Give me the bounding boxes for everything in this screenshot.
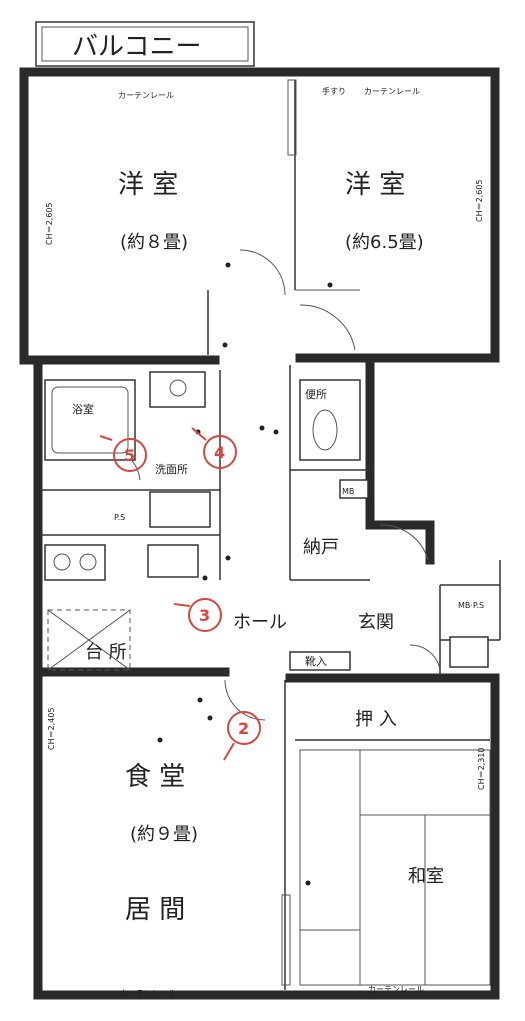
fixtures xyxy=(44,79,489,986)
room-size-dining: (約９畳) xyxy=(130,824,198,845)
balcony: バルコニー xyxy=(35,21,255,67)
room-labels: 洋 室 (約８畳) 洋 室 (約6.5畳) 浴室 洗面所 便所 納戸 MB ホー… xyxy=(72,170,484,925)
washbasin xyxy=(149,491,211,528)
room-name-mb: MB xyxy=(342,487,354,496)
ps-label: P.S xyxy=(114,513,125,522)
room-name-closet: 押 入 xyxy=(355,709,397,730)
camera-markers: 5 4 3 2 xyxy=(99,427,261,761)
room-name-bath: 浴室 xyxy=(72,402,94,416)
interior-walls xyxy=(35,80,501,990)
shoe-box-label: 靴入 xyxy=(305,654,327,668)
balcony-label: バルコニー xyxy=(72,32,201,62)
room-name-western-right: 洋 室 xyxy=(345,170,405,200)
room-size-western-left: (約８畳) xyxy=(120,232,188,253)
svg-text:4: 4 xyxy=(214,443,225,462)
camera-marker-3: 3 xyxy=(173,598,222,632)
toilet-room xyxy=(299,379,361,461)
room-name-entrance: 玄関 xyxy=(358,612,394,633)
handrail-label: 手すり xyxy=(322,86,346,96)
room-name-mbps: MB·P.S xyxy=(458,601,484,610)
svg-text:2: 2 xyxy=(238,719,249,738)
curtain-rail-top-left: カーテンレール xyxy=(118,91,174,100)
ch-left-lower: CH＝2,405 xyxy=(47,707,56,750)
sink xyxy=(147,544,199,578)
room-name-kitchen: 台 所 xyxy=(85,642,127,663)
room-name-western-left: 洋 室 xyxy=(118,170,178,200)
svg-text:5: 5 xyxy=(124,446,135,465)
toilet-bowl xyxy=(312,409,338,451)
annotations: カーテンレール 手すり カーテンレール カーテンレール カーテンレール P.S … xyxy=(45,86,486,998)
room-name-dining: 食 堂 xyxy=(125,762,185,792)
camera-marker-5: 5 xyxy=(99,435,147,472)
ch-right-lower: CH＝2,310 xyxy=(477,747,486,790)
room-name-hall: ホール xyxy=(233,612,287,633)
camera-marker-4: 4 xyxy=(191,427,237,469)
room-name-washroom: 洗面所 xyxy=(155,463,188,476)
room-name-living: 居 間 xyxy=(125,895,185,925)
room-name-toilet: 便所 xyxy=(305,388,327,401)
ch-right-upper: CH＝2,605 xyxy=(475,179,484,222)
door-swings xyxy=(99,249,441,721)
camera-marker-2: 2 xyxy=(223,711,261,761)
svg-text:3: 3 xyxy=(199,606,210,625)
curtain-rail-bottom-right: カーテンレール xyxy=(368,985,424,994)
room-name-japanese: 和室 xyxy=(408,866,444,887)
curtain-rail-top-right: カーテンレール xyxy=(364,87,420,96)
room-name-storage: 納戸 xyxy=(303,537,339,558)
outer-walls xyxy=(19,67,500,1000)
room-size-western-right: (約6.5畳) xyxy=(345,232,424,253)
tatami xyxy=(299,749,491,986)
bathtub xyxy=(44,379,136,461)
ch-left-upper: CH＝2,605 xyxy=(45,202,54,245)
curtain-rail-bottom-left: カーテンレール xyxy=(120,989,176,998)
